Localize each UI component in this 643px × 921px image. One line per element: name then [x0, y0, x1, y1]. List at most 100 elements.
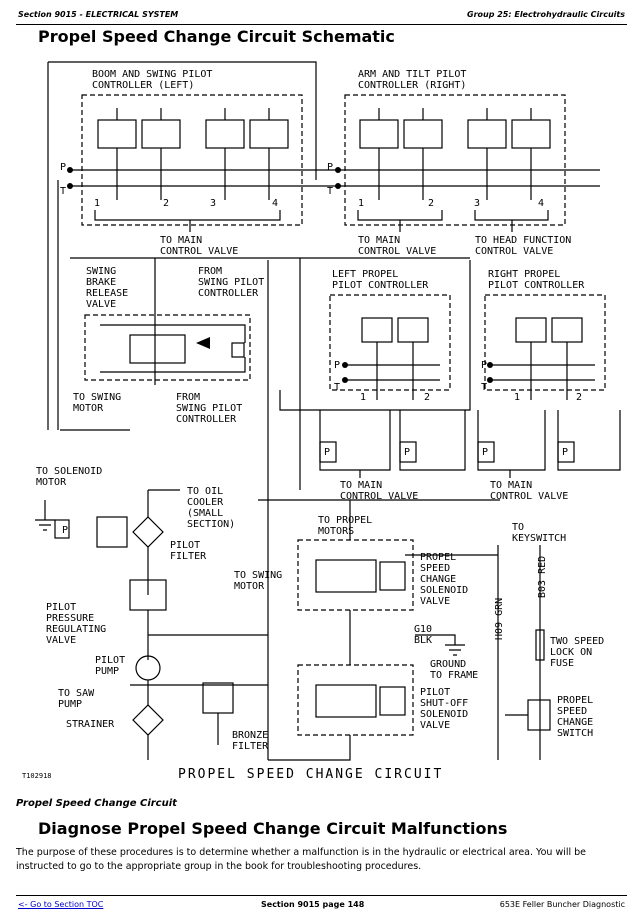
port-1-left: 1	[94, 198, 100, 209]
port-1-right: 1	[358, 198, 364, 209]
port-p-lp: P	[334, 360, 340, 371]
label-from-swing-bot: FROM	[176, 392, 200, 403]
label-to-oil: TO OIL	[187, 486, 223, 497]
wire-h09: H09 GRN	[494, 598, 505, 640]
label-arm-tilt-2: CONTROLLER (RIGHT)	[358, 80, 466, 91]
label-to-main-d-2: CONTROL VALVE	[490, 491, 568, 502]
label-psc-4: SOLENOID	[420, 585, 468, 596]
port-2-left: 2	[163, 198, 169, 209]
label-p-gauge: P	[62, 525, 68, 536]
label-psc-switch: PROPEL	[557, 695, 593, 706]
header-group: Group 25: Electrohydraulic Circuits	[467, 10, 625, 19]
label-to-saw: TO SAW	[58, 688, 95, 699]
port-4-left: 4	[272, 198, 278, 209]
label-to-main-c: TO MAIN	[340, 480, 382, 491]
label-g10: G10	[414, 624, 432, 635]
label-psc: PROPEL	[420, 552, 456, 563]
port-3-right: 3	[474, 198, 480, 209]
label-from-swing-top: FROM	[198, 266, 222, 277]
label-to-main-b: TO MAIN	[358, 235, 400, 246]
label-to-oil-4: SECTION)	[187, 519, 235, 530]
label-right-propel: RIGHT PROPEL	[488, 269, 560, 280]
label-p-switch-3: P	[482, 447, 488, 458]
section-title: Diagnose Propel Speed Change Circuit Mal…	[38, 819, 508, 838]
port-p-right: P	[327, 162, 333, 173]
toc-link[interactable]: <- Go to Section TOC	[18, 900, 104, 909]
manual-name: 653E Feller Buncher Diagnostic	[499, 900, 625, 909]
port-t-rp: T	[481, 382, 487, 393]
port-1-lp: 1	[360, 392, 366, 403]
label-g10-2: BLK	[414, 635, 432, 646]
label-ground-2: TO FRAME	[430, 670, 478, 681]
label-swing-brake-2: BRAKE	[86, 277, 116, 288]
label-swing-brake: SWING	[86, 266, 116, 277]
port-p-rp: P	[481, 360, 487, 371]
label-to-main-c-2: CONTROL VALVE	[340, 491, 418, 502]
label-to-keyswitch: TO	[512, 522, 524, 533]
label-pilot-pump-2: PUMP	[95, 666, 119, 677]
port-4-right: 4	[538, 198, 544, 209]
diagram-caption: PROPEL SPEED CHANGE CIRCUIT	[178, 767, 443, 782]
port-3-left: 3	[210, 198, 216, 209]
wire-b03: B03 RED	[537, 556, 548, 598]
label-to-main-a: TO MAIN	[160, 235, 202, 246]
label-from-swing-bot-2: SWING PILOT	[176, 403, 242, 414]
label-pilot-filter: PILOT	[170, 540, 200, 551]
figure-id: T102918	[22, 772, 52, 780]
label-bronze: BRONZE	[232, 730, 268, 741]
page-number: Section 9015 page 148	[261, 900, 365, 909]
label-psc-switch-4: SWITCH	[557, 728, 593, 739]
label-shutoff: PILOT	[420, 687, 450, 698]
label-to-main-b-2: CONTROL VALVE	[358, 246, 436, 257]
label-psc-2: SPEED	[420, 563, 450, 574]
port-t-left: T	[60, 186, 66, 197]
label-ppr: PILOT	[46, 602, 76, 613]
label-boom-swing-2: CONTROLLER (LEFT)	[92, 80, 194, 91]
label-swing-brake-3: RELEASE	[86, 288, 128, 299]
label-p-switch-4: P	[562, 447, 568, 458]
label-to-keyswitch-2: KEYSWITCH	[512, 533, 566, 544]
label-two-speed-2: LOCK ON	[550, 647, 592, 658]
label-ground: GROUND	[430, 659, 466, 670]
label-ppr-3: REGULATING	[46, 624, 106, 635]
label-p-switch-2: P	[404, 447, 410, 458]
port-2-right: 2	[428, 198, 434, 209]
port-1-rp: 1	[514, 392, 520, 403]
label-psc-5: VALVE	[420, 596, 450, 607]
label-psc-switch-3: CHANGE	[557, 717, 593, 728]
page-footer: <- Go to Section TOC Section 9015 page 1…	[16, 895, 627, 912]
label-to-solenoid: TO SOLENOID	[36, 466, 102, 477]
label-p-switch-1: P	[324, 447, 330, 458]
label-from-swing-top-2: SWING PILOT	[198, 277, 264, 288]
port-t-lp: T	[334, 382, 340, 393]
label-to-main-d: TO MAIN	[490, 480, 532, 491]
label-to-oil-3: (SMALL	[187, 508, 223, 519]
label-shutoff-3: SOLENOID	[420, 709, 468, 720]
label-to-oil-2: COOLER	[187, 497, 224, 508]
label-from-swing-bot-3: CONTROLLER	[176, 414, 237, 425]
label-to-main-a-2: CONTROL VALVE	[160, 246, 238, 257]
label-bronze-2: FILTER	[232, 741, 269, 752]
port-t-right: T	[327, 186, 333, 197]
label-to-head: TO HEAD FUNCTION	[475, 235, 571, 246]
label-psc-3: CHANGE	[420, 574, 456, 585]
label-shutoff-4: VALVE	[420, 720, 450, 731]
label-swing-brake-4: VALVE	[86, 299, 116, 310]
label-two-speed-3: FUSE	[550, 658, 574, 669]
page-title: Propel Speed Change Circuit Schematic	[38, 27, 395, 46]
label-to-propel-2: MOTORS	[318, 526, 354, 537]
label-left-propel-2: PILOT CONTROLLER	[332, 280, 429, 291]
label-ppr-4: VALVE	[46, 635, 76, 646]
port-p-left: P	[60, 162, 66, 173]
label-to-swing-motor: TO SWING	[73, 392, 121, 403]
label-to-swing-motor-b-2: MOTOR	[234, 581, 265, 592]
label-to-swing-motor-b: TO SWING	[234, 570, 282, 581]
label-left-propel: LEFT PROPEL	[332, 269, 398, 280]
label-ppr-2: PRESSURE	[46, 613, 94, 624]
label-right-propel-2: PILOT CONTROLLER	[488, 280, 585, 291]
label-arm-tilt: ARM AND TILT PILOT	[358, 69, 466, 80]
label-pilot-pump: PILOT	[95, 655, 125, 666]
label-pilot-filter-2: FILTER	[170, 551, 207, 562]
label-psc-switch-2: SPEED	[557, 706, 587, 717]
